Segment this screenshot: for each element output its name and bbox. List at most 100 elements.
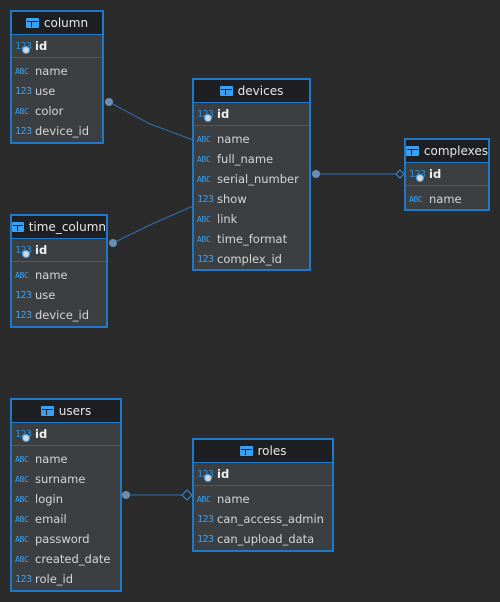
column-name: role_id [35,572,74,586]
column-row[interactable]: ABC login [12,489,120,509]
column-name: password [35,532,90,546]
column-row[interactable]: 123 device_id [12,305,106,325]
text-type-icon: ABC [409,194,423,204]
column-row[interactable]: 123 use [12,285,106,305]
primary-key-icon: 123 [15,40,32,54]
column-name: name [217,132,250,146]
pk-row[interactable]: 123 id [406,163,488,186]
pk-name: id [35,243,48,257]
pk-row[interactable]: 123 id [194,463,332,486]
column-row[interactable]: ABC name [12,449,120,469]
column-name: device_id [35,124,90,138]
table-icon [40,406,54,416]
entity-complexes-header[interactable]: complexes [406,140,488,163]
column-name: can_upload_data [217,532,315,546]
table-icon [12,222,24,232]
relation-devices-complexes-diamond [395,169,405,179]
pk-name: id [35,39,48,53]
column-row[interactable]: 123 can_upload_data [194,529,332,549]
column-row[interactable]: 123 show [194,189,309,209]
number-type-icon: 123 [197,533,214,545]
number-type-icon: 123 [15,573,32,585]
text-type-icon: ABC [197,134,211,144]
entity-complexes-title: complexes [423,144,488,158]
column-name: name [35,452,68,466]
primary-key-icon: 123 [197,108,214,122]
column-row[interactable]: ABC time_format [194,229,309,249]
entity-time-column[interactable]: time_column 123 id ABC name 123 use 123 … [10,214,108,328]
entity-column-header[interactable]: column [12,12,102,35]
column-name: show [217,192,247,206]
entity-roles-header[interactable]: roles [194,440,332,463]
text-type-icon: ABC [15,270,29,280]
table-icon [219,86,233,96]
pk-row[interactable]: 123 id [194,103,309,126]
column-name: time_format [217,232,288,246]
pk-name: id [217,467,230,481]
primary-key-icon: 123 [409,168,426,182]
text-type-icon: ABC [15,474,29,484]
entity-users-title: users [58,404,92,418]
pk-row[interactable]: 123 id [12,423,120,446]
column-name: name [429,192,462,206]
column-row[interactable]: ABC name [406,189,488,209]
column-row[interactable]: 123 can_access_admin [194,509,332,529]
column-name: link [217,212,238,226]
entity-complexes[interactable]: complexes 123 id ABC name [404,138,490,211]
table-icon [239,446,253,456]
text-type-icon: ABC [197,214,211,224]
column-row[interactable]: ABC link [194,209,309,229]
table-icon [406,146,419,156]
entity-users-header[interactable]: users [12,400,120,423]
column-row[interactable]: 123 use [12,81,102,101]
column-row[interactable]: ABC serial_number [194,169,309,189]
pk-name: id [429,167,442,181]
text-type-icon: ABC [15,554,29,564]
number-type-icon: 123 [15,85,32,97]
column-row[interactable]: ABC name [12,61,102,81]
entity-column[interactable]: column 123 id ABC name 123 use ABC color… [10,10,104,144]
column-row[interactable]: 123 complex_id [194,249,309,269]
number-type-icon: 123 [15,125,32,137]
column-row[interactable]: ABC surname [12,469,120,489]
column-row[interactable]: ABC name [12,265,106,285]
column-name: name [217,492,250,506]
column-name: serial_number [217,172,299,186]
column-name: login [35,492,64,506]
column-row[interactable]: ABC name [194,129,309,149]
entity-devices-header[interactable]: devices [194,80,309,103]
relation-users-roles-diamond [181,489,193,501]
entity-roles[interactable]: roles 123 id ABC name 123 can_access_adm… [192,438,334,552]
table-icon [25,18,39,28]
pk-row[interactable]: 123 id [12,239,106,262]
column-row[interactable]: ABC password [12,529,120,549]
text-type-icon: ABC [15,514,29,524]
column-row[interactable]: ABC name [194,489,332,509]
relation-users-roles-end [122,491,130,499]
column-row[interactable]: ABC color [12,101,102,121]
text-type-icon: ABC [15,494,29,504]
pk-name: id [35,427,48,441]
pk-row[interactable]: 123 id [12,35,102,58]
column-name: can_access_admin [217,512,324,526]
column-name: device_id [35,308,90,322]
entity-users[interactable]: users 123 id ABC name ABC surname ABC lo… [10,398,122,592]
text-type-icon: ABC [197,234,211,244]
primary-key-icon: 123 [15,428,32,442]
primary-key-icon: 123 [197,468,214,482]
column-row[interactable]: ABC created_date [12,549,120,569]
pk-name: id [217,107,230,121]
entity-devices[interactable]: devices 123 id ABC name ABC full_name AB… [192,78,311,271]
column-row[interactable]: ABC email [12,509,120,529]
column-row[interactable]: ABC full_name [194,149,309,169]
entity-roles-title: roles [257,444,287,458]
relation-time-column-devices[interactable] [112,205,194,244]
entity-time-column-header[interactable]: time_column [12,216,106,239]
column-row[interactable]: 123 device_id [12,121,102,141]
column-name: name [35,64,68,78]
relation-column-devices[interactable] [108,101,194,141]
text-type-icon: ABC [197,494,211,504]
column-name: email [35,512,67,526]
column-row[interactable]: 123 role_id [12,569,120,589]
number-type-icon: 123 [197,253,214,265]
